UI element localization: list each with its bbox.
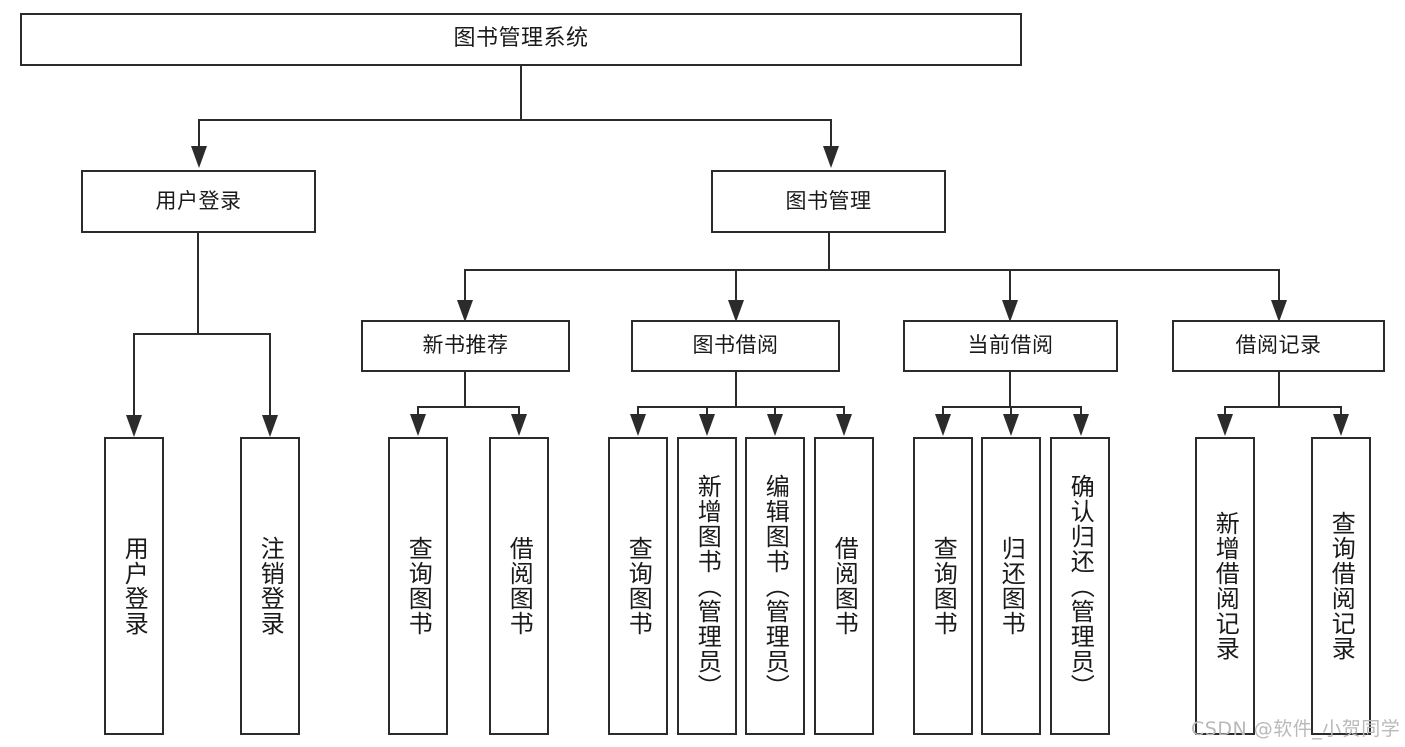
node-label: 新增图书（管理员）	[693, 473, 722, 699]
connector-book-management-bus	[464, 269, 1280, 271]
connector-book-borrow-leaf-1	[637, 406, 639, 415]
arrowhead-bm-to-current-borrow	[1002, 300, 1018, 322]
leaf-book-borrow-add-book-admin[interactable]: 新增图书（管理员）	[677, 437, 737, 735]
node-label: 借阅图书	[505, 536, 534, 636]
connector-user-login-stem	[197, 233, 199, 334]
arrowhead-new-book-leaf-2	[511, 414, 527, 436]
connector-root-to-book-management	[830, 119, 832, 146]
leaf-new-book-query-books[interactable]: 查询图书	[388, 437, 448, 735]
connector-book-borrow-stem	[735, 372, 737, 408]
connector-current-borrow-stem	[1009, 372, 1011, 408]
node-label: 借阅图书	[830, 536, 859, 636]
arrowhead-bm-to-borrow-record	[1271, 300, 1287, 322]
connector-user-login-leaf-2	[269, 333, 271, 415]
connector-current-borrow-bus	[942, 406, 1082, 408]
csdn-watermark: CSDN @软件_小贺同学	[1191, 718, 1401, 740]
connector-user-login-bus	[133, 333, 271, 335]
leaf-user-login-logout[interactable]: 注销登录	[240, 437, 300, 735]
leaf-borrow-record-add-record[interactable]: 新增借阅记录	[1195, 437, 1255, 735]
arrowhead-bm-to-book-borrow	[728, 300, 744, 322]
leaf-book-borrow-query-books[interactable]: 查询图书	[608, 437, 668, 735]
arrowhead-current-borrow-leaf-2	[1003, 414, 1019, 436]
leaf-new-book-borrow-books[interactable]: 借阅图书	[489, 437, 549, 735]
node-label: 用户登录	[155, 188, 242, 213]
connector-root-to-user-login	[198, 119, 200, 146]
arrowhead-user-login-leaf-2	[262, 415, 278, 437]
arrowhead-root-to-user-login	[191, 146, 207, 168]
leaf-book-borrow-edit-book-admin[interactable]: 编辑图书（管理员）	[745, 437, 805, 735]
leaf-current-borrow-query-books[interactable]: 查询图书	[913, 437, 973, 735]
connector-book-borrow-bus	[637, 406, 845, 408]
node-label: 确认归还（管理员）	[1066, 473, 1095, 699]
node-label: 当前借阅	[967, 333, 1054, 358]
node-new-book-recommend[interactable]: 新书推荐	[361, 320, 570, 372]
connector-new-book-stem	[464, 372, 466, 408]
node-label: 新增借阅记录	[1211, 511, 1240, 661]
node-root-book-management-system[interactable]: 图书管理系统	[20, 13, 1022, 66]
node-label: 图书借阅	[692, 333, 779, 358]
node-book-management[interactable]: 图书管理	[711, 170, 946, 233]
node-label: 新书推荐	[422, 333, 509, 358]
connector-bm-to-book-borrow	[735, 269, 737, 300]
connector-root-stem	[520, 66, 522, 120]
node-book-borrow[interactable]: 图书借阅	[631, 320, 840, 372]
connector-bm-to-current-borrow	[1009, 269, 1011, 300]
connector-current-borrow-leaf-2	[1010, 406, 1012, 415]
arrowhead-borrow-record-leaf-1	[1217, 414, 1233, 436]
arrowhead-book-borrow-leaf-3	[767, 414, 783, 436]
node-user-login[interactable]: 用户登录	[81, 170, 316, 233]
connector-current-borrow-leaf-1	[942, 406, 944, 415]
arrowhead-book-borrow-leaf-4	[836, 414, 852, 436]
arrowhead-new-book-leaf-1	[410, 414, 426, 436]
connector-user-login-leaf-1	[133, 333, 135, 415]
arrowhead-user-login-leaf-1	[126, 415, 142, 437]
arrowhead-book-borrow-leaf-1	[630, 414, 646, 436]
arrowhead-root-to-book-management	[823, 146, 839, 168]
connector-borrow-record-bus	[1224, 406, 1342, 408]
connector-borrow-record-stem	[1278, 372, 1280, 408]
connector-borrow-record-leaf-2	[1340, 406, 1342, 415]
connector-root-bus	[198, 119, 832, 121]
node-current-borrow[interactable]: 当前借阅	[903, 320, 1118, 372]
node-label: 编辑图书（管理员）	[761, 473, 790, 699]
connector-book-management-stem	[828, 233, 830, 271]
connector-current-borrow-leaf-3	[1080, 406, 1082, 415]
node-label: 查询图书	[929, 536, 958, 636]
connector-borrow-record-leaf-1	[1224, 406, 1226, 415]
node-label: 用户登录	[120, 536, 149, 636]
leaf-current-borrow-return-books[interactable]: 归还图书	[981, 437, 1041, 735]
leaf-user-login-login[interactable]: 用户登录	[104, 437, 164, 735]
node-label: 查询图书	[624, 536, 653, 636]
connector-book-borrow-leaf-2	[706, 406, 708, 415]
connector-new-book-leaf-2	[518, 406, 520, 415]
arrowhead-current-borrow-leaf-1	[935, 414, 951, 436]
node-label: 注销登录	[256, 536, 285, 636]
node-label: 图书管理	[785, 188, 872, 213]
arrowhead-bm-to-new-book	[457, 300, 473, 322]
node-label: 归还图书	[997, 536, 1026, 636]
leaf-borrow-record-query-record[interactable]: 查询借阅记录	[1311, 437, 1371, 735]
connector-book-borrow-leaf-3	[774, 406, 776, 415]
connector-new-book-leaf-1	[417, 406, 419, 415]
connector-book-borrow-leaf-4	[843, 406, 845, 415]
node-label: 图书管理系统	[453, 26, 589, 52]
connector-bm-to-new-book	[464, 269, 466, 300]
node-borrow-record[interactable]: 借阅记录	[1172, 320, 1385, 372]
leaf-book-borrow-borrow-books[interactable]: 借阅图书	[814, 437, 874, 735]
connector-new-book-bus	[417, 406, 520, 408]
arrowhead-book-borrow-leaf-2	[699, 414, 715, 436]
leaf-current-borrow-confirm-return-admin[interactable]: 确认归还（管理员）	[1050, 437, 1110, 735]
node-label: 查询借阅记录	[1327, 511, 1356, 661]
arrowhead-current-borrow-leaf-3	[1073, 414, 1089, 436]
connector-bm-to-borrow-record	[1278, 269, 1280, 300]
arrowhead-borrow-record-leaf-2	[1333, 414, 1349, 436]
node-label: 借阅记录	[1235, 333, 1322, 358]
node-label: 查询图书	[404, 536, 433, 636]
